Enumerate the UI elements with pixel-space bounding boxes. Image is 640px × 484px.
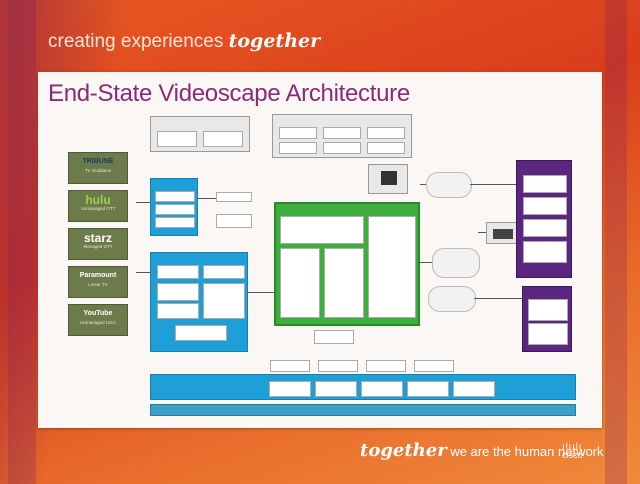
diagram-box — [522, 286, 572, 352]
diagram-box — [157, 283, 199, 301]
connector-line — [470, 184, 516, 185]
content-source: TRIBUNE TV Guidance — [68, 152, 128, 184]
diagram-box — [280, 248, 320, 318]
diagram-box — [216, 192, 252, 202]
diagram-box — [279, 127, 317, 139]
diagram-box — [528, 299, 568, 321]
diagram-box — [407, 381, 449, 397]
diagram-box — [203, 131, 243, 147]
footer-slogan: together we are the human network — [360, 440, 604, 461]
tagline-prefix: creating experiences — [48, 31, 224, 52]
device-icon — [493, 229, 513, 239]
diagram-box — [216, 214, 252, 228]
diagram-box — [157, 131, 197, 147]
network-cloud — [428, 286, 476, 312]
connector-line — [420, 184, 426, 185]
diagram-box — [150, 116, 250, 152]
slide-panel: End-State Videoscape Architecture TRIBUN… — [38, 72, 602, 428]
source-label: Unmanaged UGC — [80, 320, 116, 325]
diagram-box — [280, 216, 364, 244]
diagram-box — [175, 325, 227, 341]
cisco-wordmark: cisco — [562, 450, 583, 460]
diagram-box — [523, 219, 567, 237]
connector-line — [248, 292, 274, 293]
diagram-box — [150, 374, 576, 400]
diagram-box — [155, 217, 195, 228]
decor-stripe — [8, 0, 36, 484]
connector-line — [420, 262, 432, 263]
diagram-box — [315, 381, 357, 397]
connector-line — [136, 272, 150, 273]
connector-line — [198, 198, 216, 199]
diagram-box — [150, 178, 198, 236]
diagram-box — [203, 283, 245, 319]
diagram-box — [155, 204, 195, 215]
diagram-box — [523, 241, 567, 263]
decor-stripe — [605, 0, 627, 484]
diagram-box — [366, 360, 406, 372]
diagram-box — [414, 360, 454, 372]
diagram-box — [150, 252, 248, 352]
source-logo: hulu — [85, 193, 111, 207]
diagram-box — [155, 191, 195, 202]
network-cloud — [432, 248, 480, 278]
diagram-box — [157, 265, 199, 279]
diagram-box — [324, 248, 364, 318]
network-cloud — [426, 172, 472, 198]
diagram-box — [367, 142, 405, 154]
diagram-box — [279, 142, 317, 154]
slide-title: End-State Videoscape Architecture — [48, 80, 410, 107]
diagram-box — [523, 175, 567, 193]
diagram-box — [270, 360, 310, 372]
diagram-box — [323, 127, 361, 139]
diagram-box — [361, 381, 403, 397]
diagram-box — [269, 381, 311, 397]
diagram-box — [323, 142, 361, 154]
diagram-box — [368, 216, 416, 318]
device-icon — [381, 171, 397, 185]
diagram-box — [203, 265, 245, 279]
diagram-box — [157, 303, 199, 319]
diagram-box — [486, 222, 518, 244]
source-label: Unmanaged OTT — [80, 206, 116, 211]
tagline-emphasis: together — [228, 30, 321, 52]
diagram-box — [516, 160, 572, 278]
header-tagline: creating experiences together — [48, 30, 320, 53]
diagram-box — [367, 127, 405, 139]
diagram-box — [528, 323, 568, 345]
cisco-logo: ılıılı cisco — [562, 442, 583, 460]
diagram-box — [523, 197, 567, 215]
source-label: Managed OTT — [83, 244, 113, 249]
diagram-box — [453, 381, 495, 397]
diagram-box — [314, 330, 354, 344]
footer-emphasis: together — [360, 440, 447, 461]
diagram-box — [272, 114, 412, 158]
diagram-box — [318, 360, 358, 372]
cisco-bars-icon: ılıılı — [562, 441, 583, 451]
diagram-box — [274, 202, 420, 326]
source-logo: YouTube — [83, 310, 113, 317]
source-logo: Paramount — [79, 272, 117, 279]
footer-text: we are the human network — [450, 444, 604, 459]
connector-line — [474, 298, 522, 299]
connector-line — [136, 202, 150, 203]
source-logo: starz — [83, 231, 112, 245]
source-logo: TRIBUNE — [82, 158, 114, 165]
source-label: Linear TV — [88, 282, 108, 287]
diagram-box — [368, 164, 408, 194]
connector-line — [478, 232, 486, 233]
source-label: TV Guidance — [84, 168, 112, 173]
diagram-box — [150, 404, 576, 416]
